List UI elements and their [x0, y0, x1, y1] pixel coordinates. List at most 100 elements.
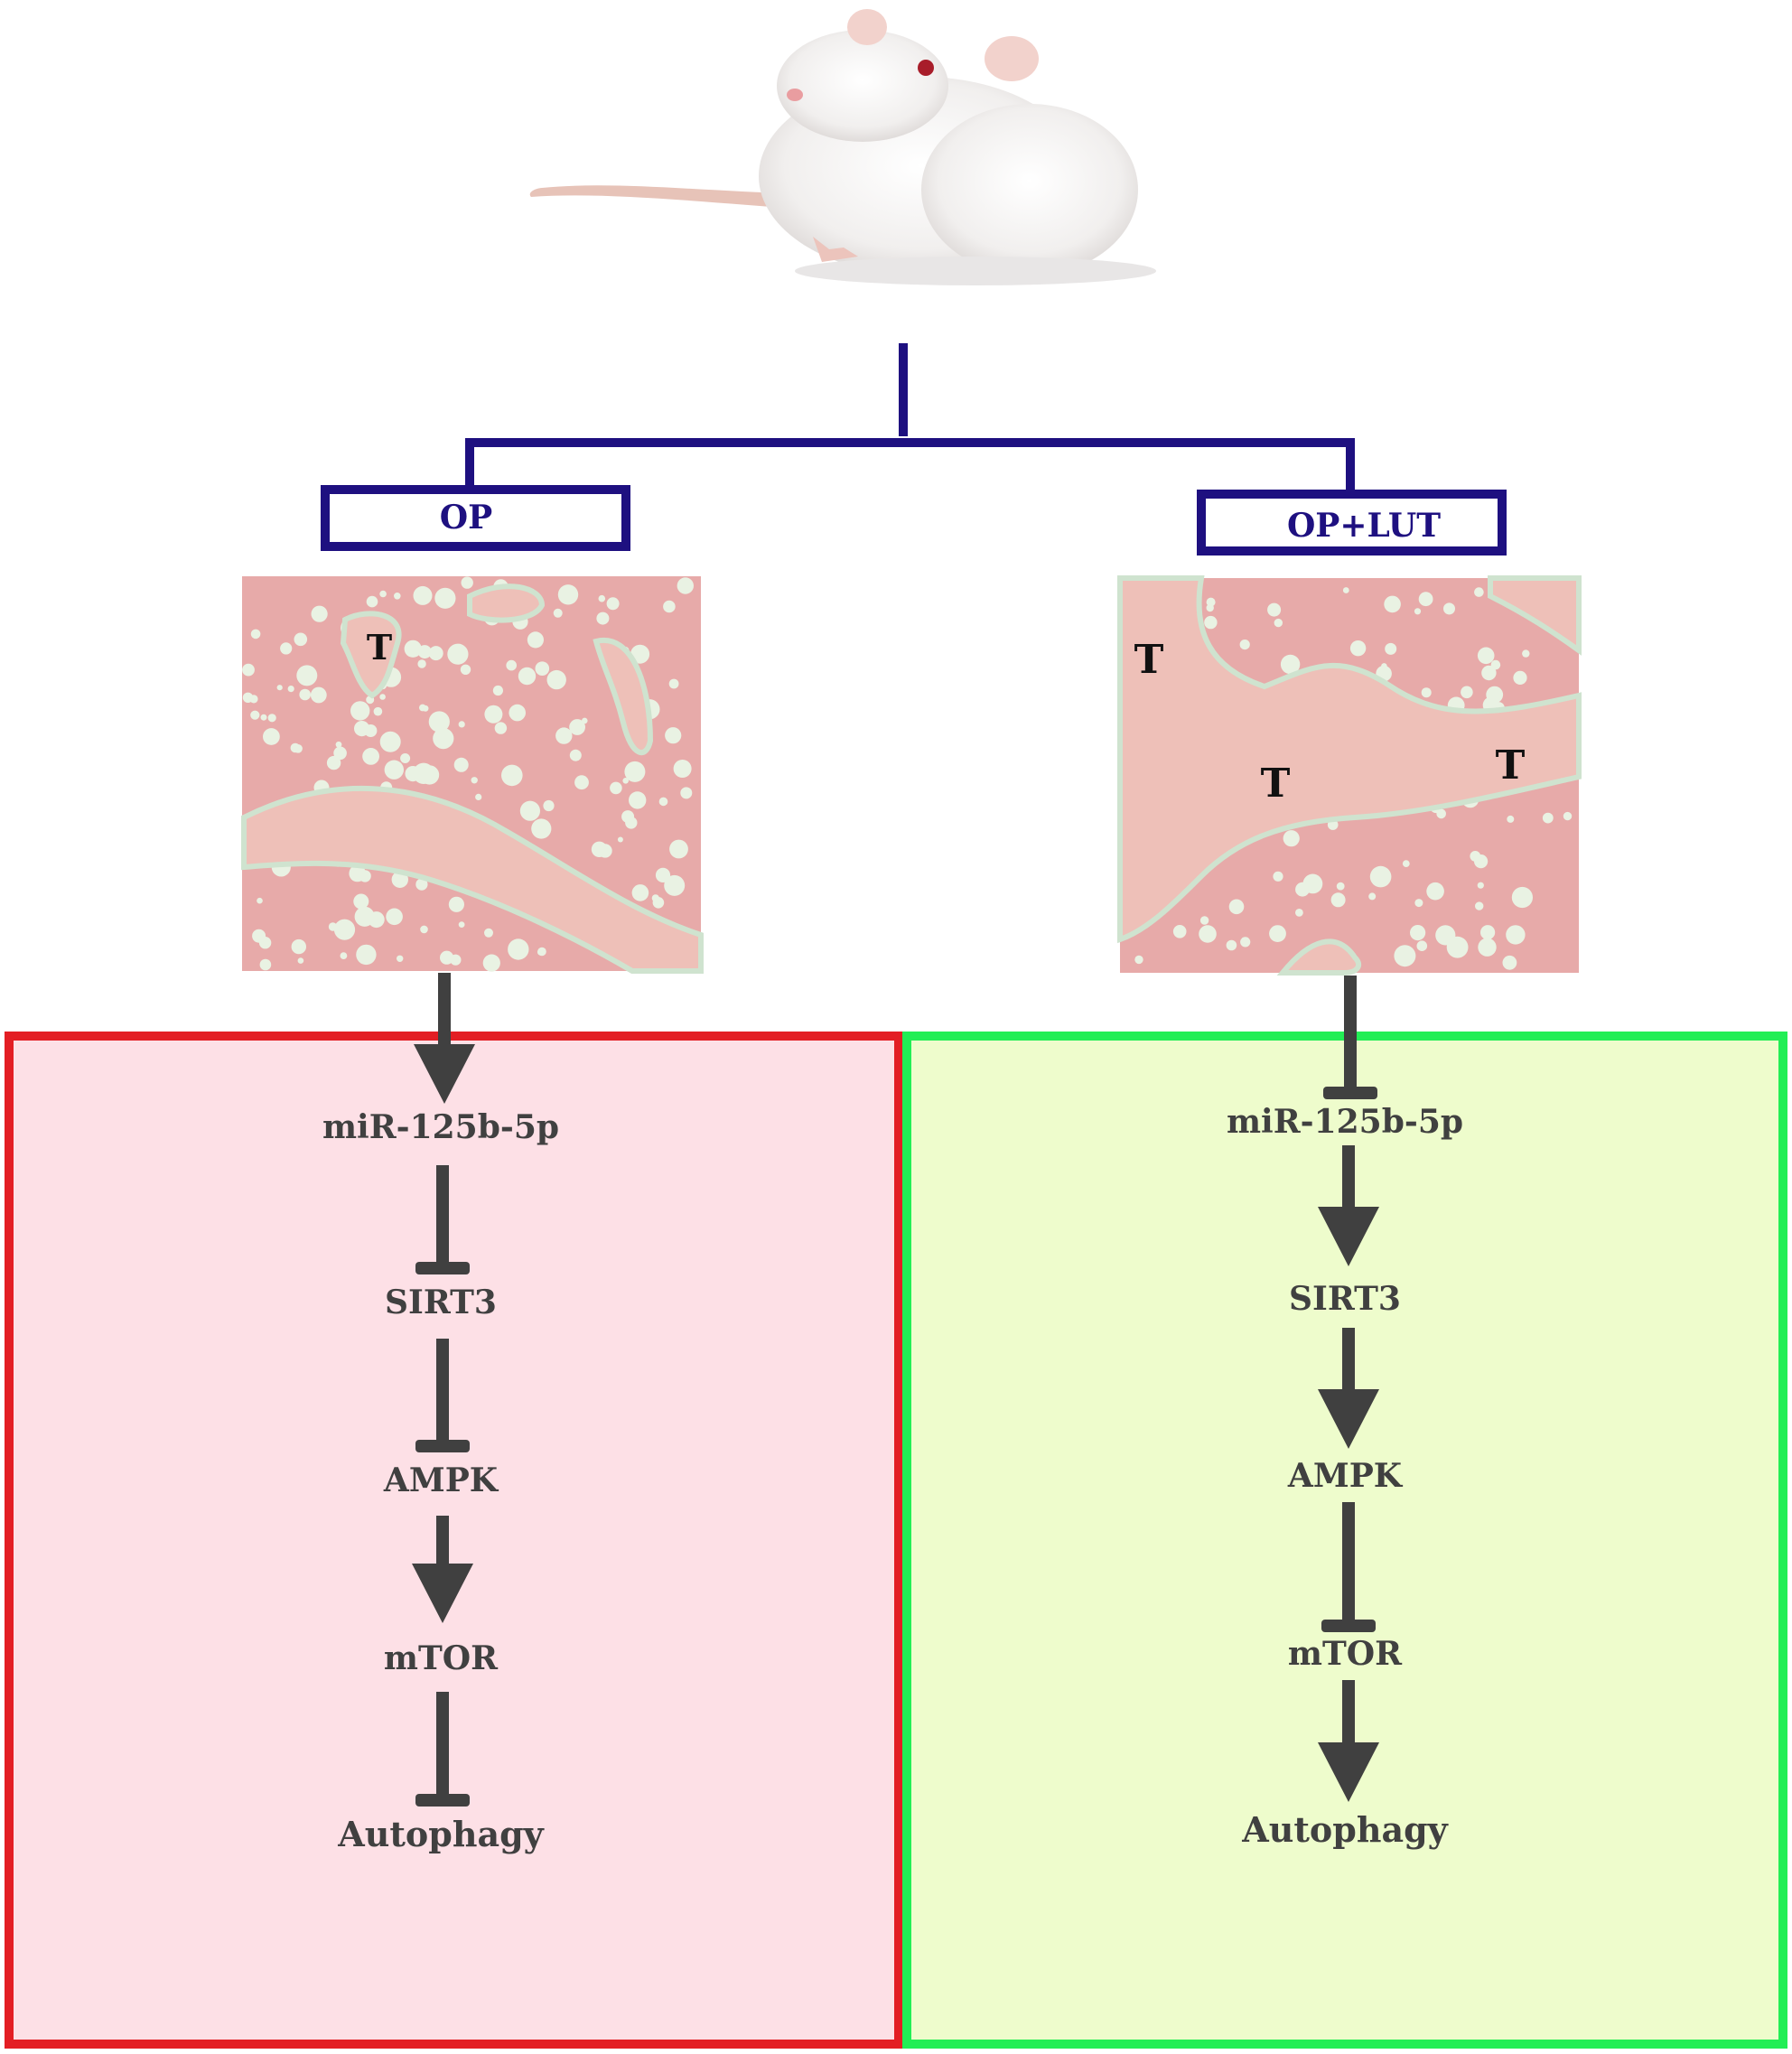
adipocyte-vacuole: [333, 919, 356, 940]
adipocyte-vacuole: [658, 797, 668, 807]
adipocyte-vacuole: [333, 746, 347, 761]
adipocyte-vacuole: [404, 640, 422, 658]
adipocyte-vacuole: [519, 800, 541, 821]
rat-front-paw: [813, 237, 858, 262]
adipocyte-vacuole: [518, 667, 537, 686]
adipocyte-vacuole: [362, 748, 379, 765]
adipocyte-vacuole: [629, 791, 647, 809]
adipocyte-vacuole: [1273, 871, 1283, 882]
adipocyte-vacuole: [1477, 647, 1495, 665]
adipocyte-vacuole: [276, 685, 283, 691]
left-pathway: miR-125b-5p SIRT3 AMPK mTOR Autophagy: [322, 1108, 559, 1854]
adipocyte-vacuole: [1280, 654, 1301, 675]
adipocyte-vacuole: [1134, 955, 1143, 965]
adipocyte-vacuole: [1172, 925, 1187, 938]
adipocyte-vacuole: [1228, 899, 1245, 915]
op-lut-trabecula-mark-2: T: [1261, 761, 1291, 807]
adipocyte-vacuole: [494, 722, 508, 734]
op-trabecula-right: [593, 637, 654, 756]
right-node-sirt3: SIRT3: [1289, 1280, 1401, 1318]
adipocyte-vacuole: [448, 896, 464, 912]
adipocyte-vacuole: [668, 678, 679, 689]
adipocyte-vacuole: [311, 605, 328, 622]
adipocyte-vacuole: [651, 894, 659, 902]
adipocyte-vacuole: [535, 661, 550, 676]
rat-tail: [529, 185, 808, 210]
adipocyte-vacuole: [591, 841, 608, 857]
adipocyte-vacuole: [606, 597, 620, 611]
adipocyte-vacuole: [617, 836, 623, 843]
adipocyte-vacuole: [260, 714, 267, 721]
adipocyte-vacuole: [1336, 882, 1345, 891]
adipocyte-vacuole: [1486, 686, 1504, 704]
right-edge-3: [1321, 1502, 1376, 1632]
adipocyte-vacuole: [453, 757, 469, 772]
adipocyte-vacuole: [250, 710, 260, 720]
adipocyte-vacuole: [354, 906, 375, 927]
adipocyte-vacuole: [290, 742, 301, 753]
adipocyte-vacuole: [1513, 670, 1527, 686]
right-entry-edge: [1323, 976, 1377, 1099]
adipocyte-vacuole: [379, 590, 387, 598]
adipocyte-vacuole: [263, 728, 280, 745]
right-edge-1: [1318, 1145, 1379, 1266]
adipocyte-vacuole: [1481, 665, 1497, 681]
adipocyte-vacuole: [555, 727, 573, 744]
adipocyte-vacuole: [353, 893, 369, 910]
adipocyte-vacuole: [349, 864, 367, 882]
adipocyte-vacuole: [680, 787, 693, 799]
adipocyte-vacuole: [1239, 640, 1250, 650]
op-lut-histology-image: T T T: [1117, 575, 1582, 976]
adipocyte-vacuole: [296, 665, 318, 686]
adipocyte-vacuole: [631, 884, 649, 901]
adipocyte-vacuole: [625, 817, 638, 829]
op-lut-trabecula-top: [1488, 575, 1582, 656]
left-node-sirt3: SIRT3: [385, 1284, 497, 1321]
adipocyte-vacuole: [417, 659, 426, 668]
adipocyte-vacuole: [1206, 597, 1216, 607]
adipocyte-vacuole: [1384, 595, 1401, 613]
left-result-panel: [5, 1032, 903, 2049]
adipocyte-vacuole: [1295, 909, 1303, 917]
adipocyte-vacuole: [1416, 940, 1428, 951]
op-trabecula-top: [467, 584, 546, 623]
op-lut-trabecula-main: [1117, 575, 1582, 944]
adipocyte-vacuole: [340, 952, 348, 959]
adipocyte-vacuole: [1199, 916, 1209, 925]
right-node-mir125b: miR-125b-5p: [1227, 1103, 1463, 1141]
adipocyte-vacuole: [1461, 686, 1473, 699]
adipocyte-vacuole: [1342, 587, 1349, 593]
left-node-mtor: mTOR: [384, 1639, 499, 1677]
left-edge-1: [415, 1165, 470, 1274]
adipocyte-vacuole: [484, 705, 503, 724]
adipocyte-vacuole: [1349, 640, 1367, 657]
adipocyte-vacuole: [434, 587, 456, 609]
adipocyte-vacuole: [354, 721, 370, 737]
adipocyte-vacuole: [461, 576, 473, 589]
right-edge-2: [1318, 1328, 1379, 1449]
left-edge-4: [415, 1692, 470, 1807]
adipocyte-vacuole: [624, 761, 646, 782]
adipocyte-vacuole: [1511, 886, 1533, 909]
adipocyte-vacuole: [386, 908, 403, 926]
adipocyte-vacuole: [297, 957, 304, 964]
adipocyte-vacuole: [509, 704, 526, 722]
adipocyte-vacuole: [553, 608, 563, 618]
adipocyte-vacuole: [1477, 882, 1484, 889]
adipocyte-vacuole: [664, 874, 686, 896]
adipocyte-vacuole: [400, 753, 411, 763]
adipocyte-vacuole: [458, 921, 465, 928]
adipocyte-vacuole: [326, 755, 341, 770]
adipocyte-vacuole: [569, 749, 582, 761]
adipocyte-vacuole: [475, 793, 482, 801]
adipocyte-vacuole: [259, 958, 272, 971]
adipocyte-vacuole: [557, 584, 579, 605]
group-tree-connector: [465, 343, 1355, 492]
adipocyte-vacuole: [484, 928, 493, 938]
adipocyte-vacuole: [1274, 618, 1283, 628]
adipocyte-vacuole: [506, 659, 517, 671]
adipocyte-vacuole: [373, 706, 383, 716]
adipocyte-vacuole: [419, 704, 426, 712]
adipocyte-vacuole: [1443, 602, 1455, 615]
adipocyte-vacuole: [665, 727, 682, 744]
